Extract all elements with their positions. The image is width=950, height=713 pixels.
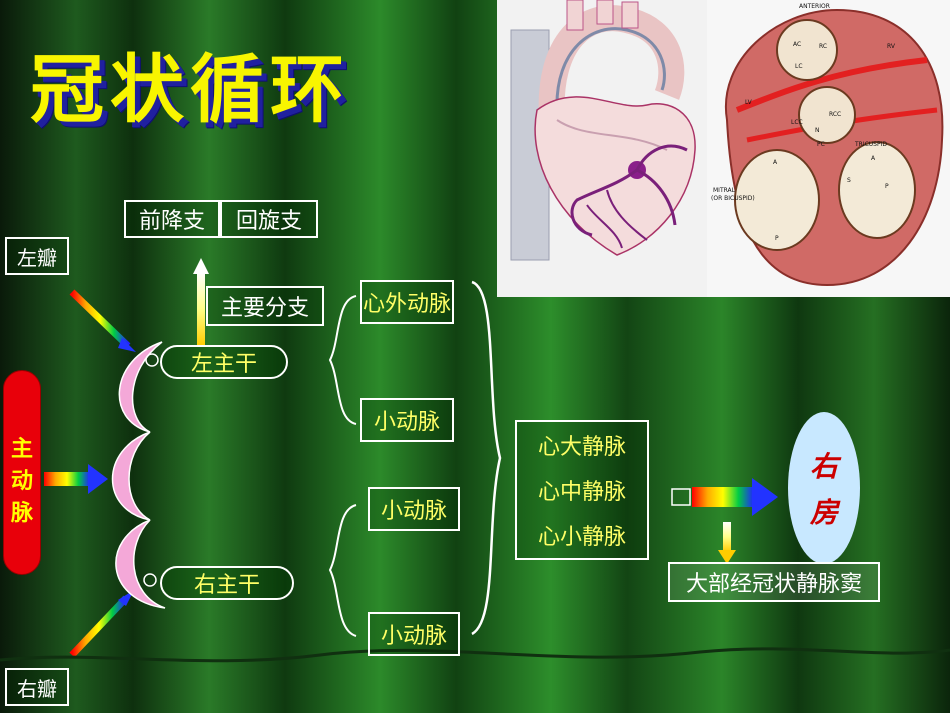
right-atrium-char-2: 房 xyxy=(809,496,838,529)
label-s: S xyxy=(847,177,851,184)
label-rcc: RCC xyxy=(829,111,841,118)
small-artery-box-3: 小动脉 xyxy=(368,612,460,656)
aorta-char-2: 动 xyxy=(10,468,33,494)
atrium-flow-arrow xyxy=(671,478,778,516)
middle-cardiac-vein: 心中静脉 xyxy=(537,479,626,505)
great-cardiac-vein: 心大静脉 xyxy=(537,434,626,460)
left-main-trunk: 左主干 xyxy=(160,345,288,379)
sinus-down-arrow xyxy=(718,522,736,564)
left-coronary-ostium xyxy=(145,353,159,367)
label-ac: AC xyxy=(793,41,801,48)
heart-illustration xyxy=(497,0,707,297)
cardiac-veins-box: 心大静脉 心中静脉 心小静脉 xyxy=(515,420,649,560)
right-atrium-char-1: 右 xyxy=(809,450,838,483)
floor-line xyxy=(0,647,950,663)
page-title: 冠状循环 xyxy=(30,47,350,133)
label-a2: A xyxy=(871,155,876,162)
label-a1: A xyxy=(773,159,778,166)
label-tricuspid: TRICUSPID xyxy=(854,141,887,148)
label-rv: RV xyxy=(887,43,896,50)
small-cardiac-vein: 心小静脉 xyxy=(537,525,626,551)
valve-illustration: ANTERIOR AC RC LC RV LV LCC RCC N PC A P… xyxy=(707,0,950,297)
main-branch-box: 主要分支 xyxy=(206,286,324,326)
label-lcc: LCC xyxy=(791,119,803,126)
aorta-char-1: 主 xyxy=(10,436,33,462)
label-p1: P xyxy=(775,235,779,242)
brace-large xyxy=(471,280,502,636)
aorta-shape: 主 动 脉 xyxy=(3,370,41,575)
label-lv: LV xyxy=(745,99,753,106)
epicardial-artery-box: 心外动脉 xyxy=(360,280,454,324)
aorta-flow-arrow xyxy=(44,464,108,494)
label-p2: P xyxy=(885,183,889,190)
brace-left-main xyxy=(328,295,357,425)
left-valve-label: 左瓣 xyxy=(5,237,69,275)
aorta-char-3: 脉 xyxy=(10,500,33,526)
left-valve-arrow xyxy=(69,289,136,352)
anterior-branch-box: 前降支 xyxy=(124,200,220,238)
upward-arrow xyxy=(193,258,209,346)
right-main-trunk: 右主干 xyxy=(160,566,294,600)
valve-cusps xyxy=(111,341,166,609)
label-anterior: ANTERIOR xyxy=(799,3,830,10)
coronary-sinus-box: 大部经冠状静脉窦 xyxy=(668,562,880,602)
right-valve-label: 右瓣 xyxy=(5,668,69,706)
brace-right-main xyxy=(328,504,357,637)
label-or-bicuspid: (OR BICUSPID) xyxy=(711,195,755,202)
right-coronary-ostium xyxy=(143,573,157,587)
label-mitral: MITRAL xyxy=(713,187,736,194)
small-artery-box-1: 小动脉 xyxy=(360,398,454,442)
label-n: N xyxy=(815,127,820,134)
label-lc: LC xyxy=(795,63,803,70)
circumflex-branch-box: 回旋支 xyxy=(220,200,318,238)
small-artery-box-2: 小动脉 xyxy=(368,487,460,531)
label-rc: RC xyxy=(819,43,827,50)
right-valve-arrow xyxy=(69,590,134,658)
label-pc: PC xyxy=(817,141,825,148)
right-atrium-shape: 右 房 xyxy=(788,412,860,564)
